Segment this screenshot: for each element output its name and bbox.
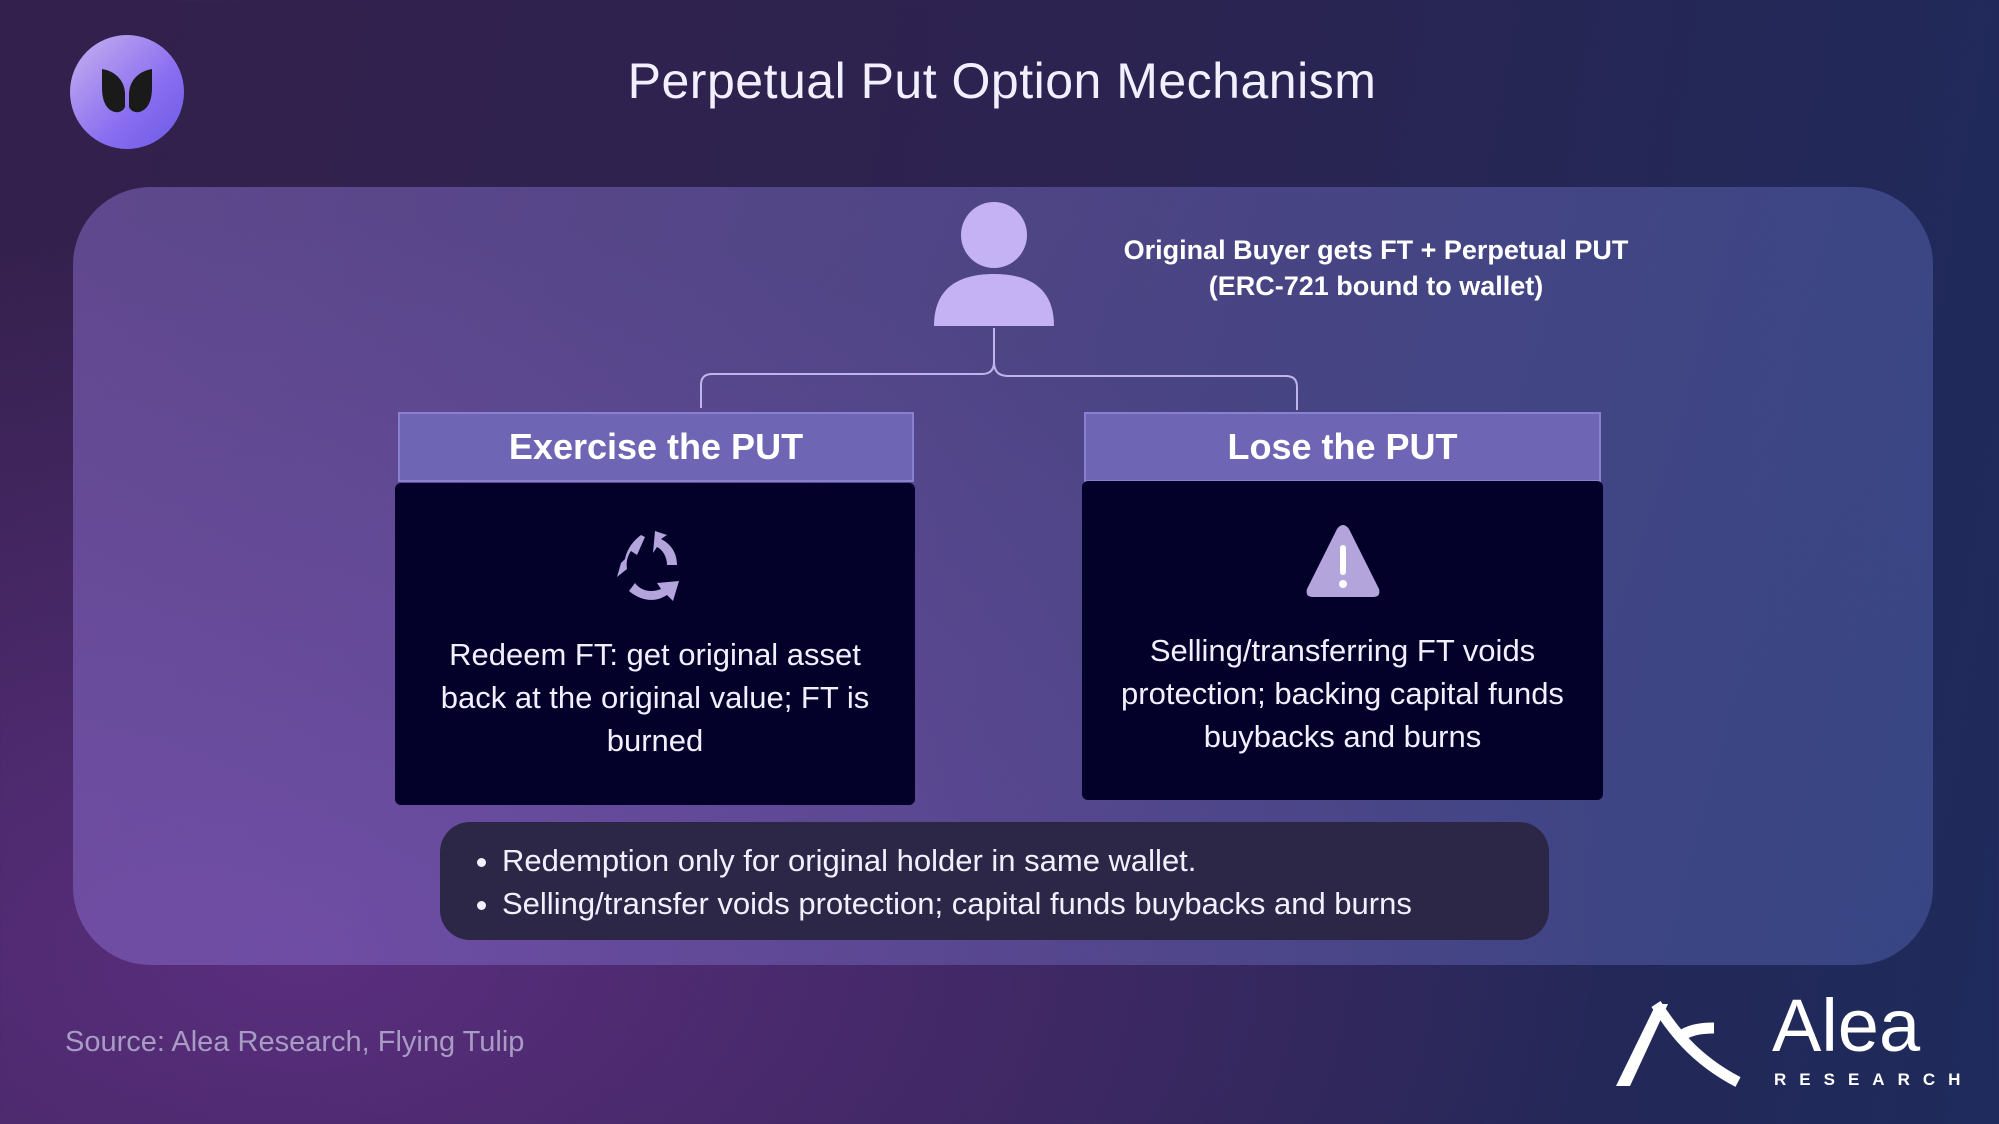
exercise-put-text: Redeem FT: get original asset back at th…	[440, 637, 870, 758]
root-caption: Original Buyer gets FT + Perpetual PUT (…	[1100, 232, 1652, 304]
user-icon	[934, 202, 1054, 326]
note-item: Redemption only for original holder in s…	[502, 839, 1549, 882]
caption-line-1: Original Buyer gets FT + Perpetual PUT	[1123, 235, 1629, 265]
exercise-put-box: Redeem FT: get original asset back at th…	[395, 483, 915, 805]
alea-brand-name: Alea	[1772, 984, 1921, 1067]
notes-box: Redemption only for original holder in s…	[440, 822, 1549, 940]
alea-mark-icon	[1616, 1000, 1741, 1087]
flying-tulip-logo	[70, 35, 184, 149]
lose-put-header: Lose the PUT	[1084, 412, 1601, 482]
caption-line-2: (ERC-721 bound to wallet)	[1208, 271, 1544, 301]
exercise-put-header: Exercise the PUT	[398, 412, 914, 482]
page-title: Perpetual Put Option Mechanism	[627, 53, 1377, 109]
warning-icon	[1306, 525, 1379, 597]
alea-brand-sub: RESEARCH	[1774, 1070, 1974, 1089]
lose-put-text: Selling/transferring FT voids protection…	[1121, 633, 1564, 754]
source-text: Source: Alea Research, Flying Tulip	[65, 1026, 525, 1058]
tulip-icon	[102, 69, 152, 113]
recycle-icon	[617, 531, 679, 601]
lose-put-box: Selling/transferring FT voids protection…	[1082, 481, 1603, 800]
alea-research-logo: Alea RESEARCH	[1612, 986, 1960, 1093]
note-item: Selling/transfer voids protection; capit…	[502, 882, 1549, 925]
